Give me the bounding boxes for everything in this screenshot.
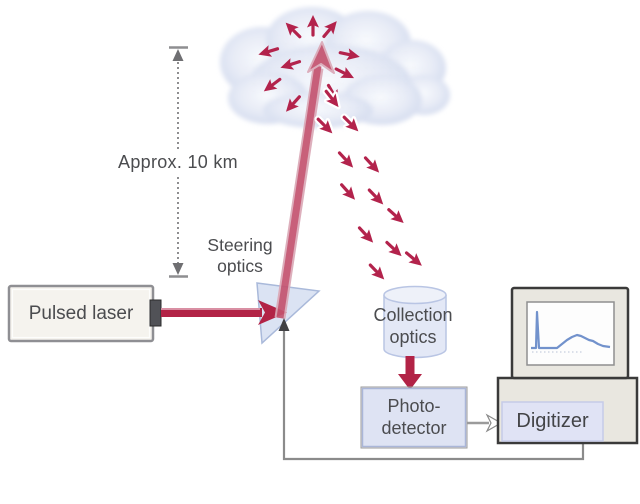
steering-optics-label: Steering optics <box>188 235 292 278</box>
feedback-arrowhead <box>278 318 290 331</box>
scatter-arrow-icon <box>322 21 337 39</box>
collection-optics-label-line1: Collection <box>373 305 453 325</box>
backscatter-arrow-icon <box>355 224 376 245</box>
backscatter-arrow-icon <box>322 87 341 110</box>
laser-beam-horizontal <box>161 300 287 325</box>
signal-arrowhead <box>485 413 503 433</box>
scatter-arrow-icon <box>338 48 360 61</box>
pulsed-laser-label: Pulsed laser <box>28 302 134 324</box>
monitor-screen <box>526 301 615 366</box>
distance-label: Approx. 10 km <box>98 151 258 175</box>
backscatter-arrow-icon <box>366 261 387 282</box>
trace-polyline <box>531 310 611 350</box>
backscatter-arrow-icon <box>335 149 356 170</box>
steering-optics-label-line2: optics <box>217 256 263 277</box>
photo-detector-label-line1: Photo- <box>387 395 441 416</box>
computer <box>496 286 639 445</box>
digitizer-label: Digitizer <box>516 410 589 433</box>
collection-optics-label-line2: optics <box>389 326 437 347</box>
pulsed-laser-box <box>7 284 162 343</box>
scatter-arrow-icon <box>258 45 280 57</box>
cloud-scatter-arrows <box>258 15 360 112</box>
scatter-arrow-icon <box>334 67 355 79</box>
backscatter-trail-arrows <box>314 87 425 282</box>
photo-detector-box <box>360 386 468 449</box>
steering-optics-label-line1: Steering <box>207 235 273 255</box>
collection-optics-label: Collection optics <box>362 305 464 349</box>
collected-light-arrow <box>398 356 422 390</box>
backscatter-arrow-icon <box>383 238 404 259</box>
backscatter-arrow-icon <box>337 181 358 202</box>
scatter-arrow-icon <box>307 15 319 37</box>
backscatter-arrow-icon <box>340 113 361 134</box>
return-signal-trace <box>531 310 611 350</box>
scatter-arrow-icon <box>285 95 301 112</box>
photo-detector-label: Photo- detector <box>362 388 466 447</box>
measure-arrow-up <box>172 49 184 61</box>
collection-optics-cylinder <box>383 285 447 359</box>
backscatter-arrow-icon <box>385 205 406 226</box>
scatter-arrow-icon <box>285 22 302 39</box>
backscatter-arrow-icon <box>365 186 386 207</box>
signal-arrow <box>467 413 503 433</box>
digitizer-slot <box>501 401 604 442</box>
photo-detector-label-line2: detector <box>381 417 447 438</box>
beam-arrowhead <box>258 300 287 325</box>
backscatter-arrow-icon <box>361 154 382 175</box>
scatter-arrow-icon <box>263 77 282 92</box>
laser-beam-to-cloud <box>274 41 335 319</box>
measure-arrow-down <box>172 263 184 275</box>
feedback-line <box>278 318 585 461</box>
backscatter-arrow-icon <box>402 249 425 269</box>
scatter-arrow-icon <box>280 58 302 70</box>
backscatter-arrow-icon <box>314 115 335 136</box>
outgoing-beam-arrowhead <box>307 41 335 74</box>
